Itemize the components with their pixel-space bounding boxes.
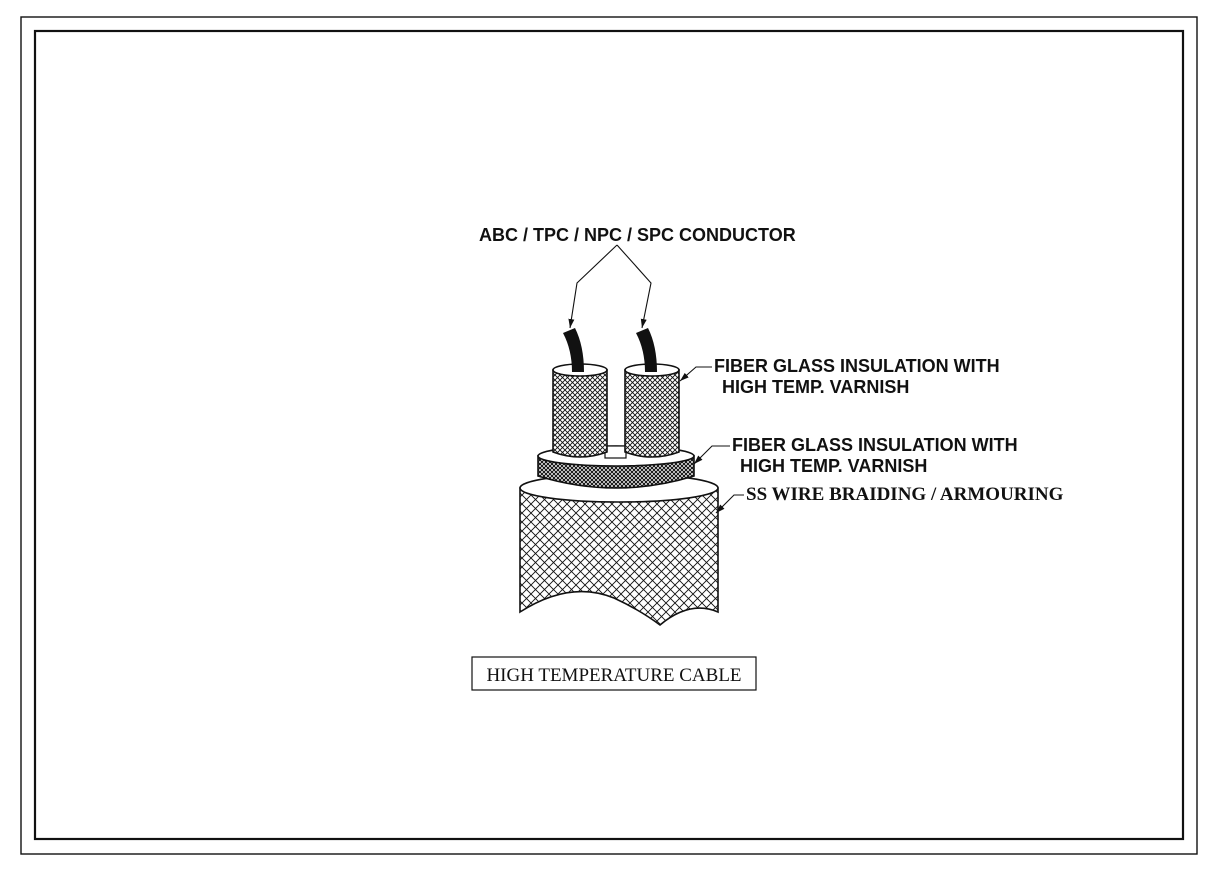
outer-insulation-label-line1: FIBER GLASS INSULATION WITH (732, 435, 1018, 455)
outer-insulation-leader (693, 445, 730, 465)
braiding-leader (715, 494, 744, 514)
left-conductor (563, 328, 584, 372)
right-conductor (636, 328, 657, 372)
core-spacer (604, 445, 627, 459)
inner-insulation-label-line1: FIBER GLASS INSULATION WITH (714, 356, 1000, 376)
inner-insulation-leader (679, 366, 712, 382)
sheet-frame (20, 16, 1198, 855)
right-insulated-core (624, 363, 680, 458)
left-insulated-core (552, 363, 608, 458)
conductor-label: ABC / TPC / NPC / SPC CONDUCTOR (479, 225, 796, 245)
drawing-title: HIGH TEMPERATURE CABLE (486, 665, 741, 686)
title-box: HIGH TEMPERATURE CABLE (471, 656, 757, 691)
outer-insulation-label-line2: HIGH TEMP. VARNISH (740, 456, 927, 476)
braiding-label: SS WIRE BRAIDING / ARMOURING (746, 484, 1064, 505)
ss-wire-braiding (519, 473, 719, 627)
inner-insulation-label-line2: HIGH TEMP. VARNISH (722, 377, 909, 397)
conductor-leader (568, 244, 652, 329)
